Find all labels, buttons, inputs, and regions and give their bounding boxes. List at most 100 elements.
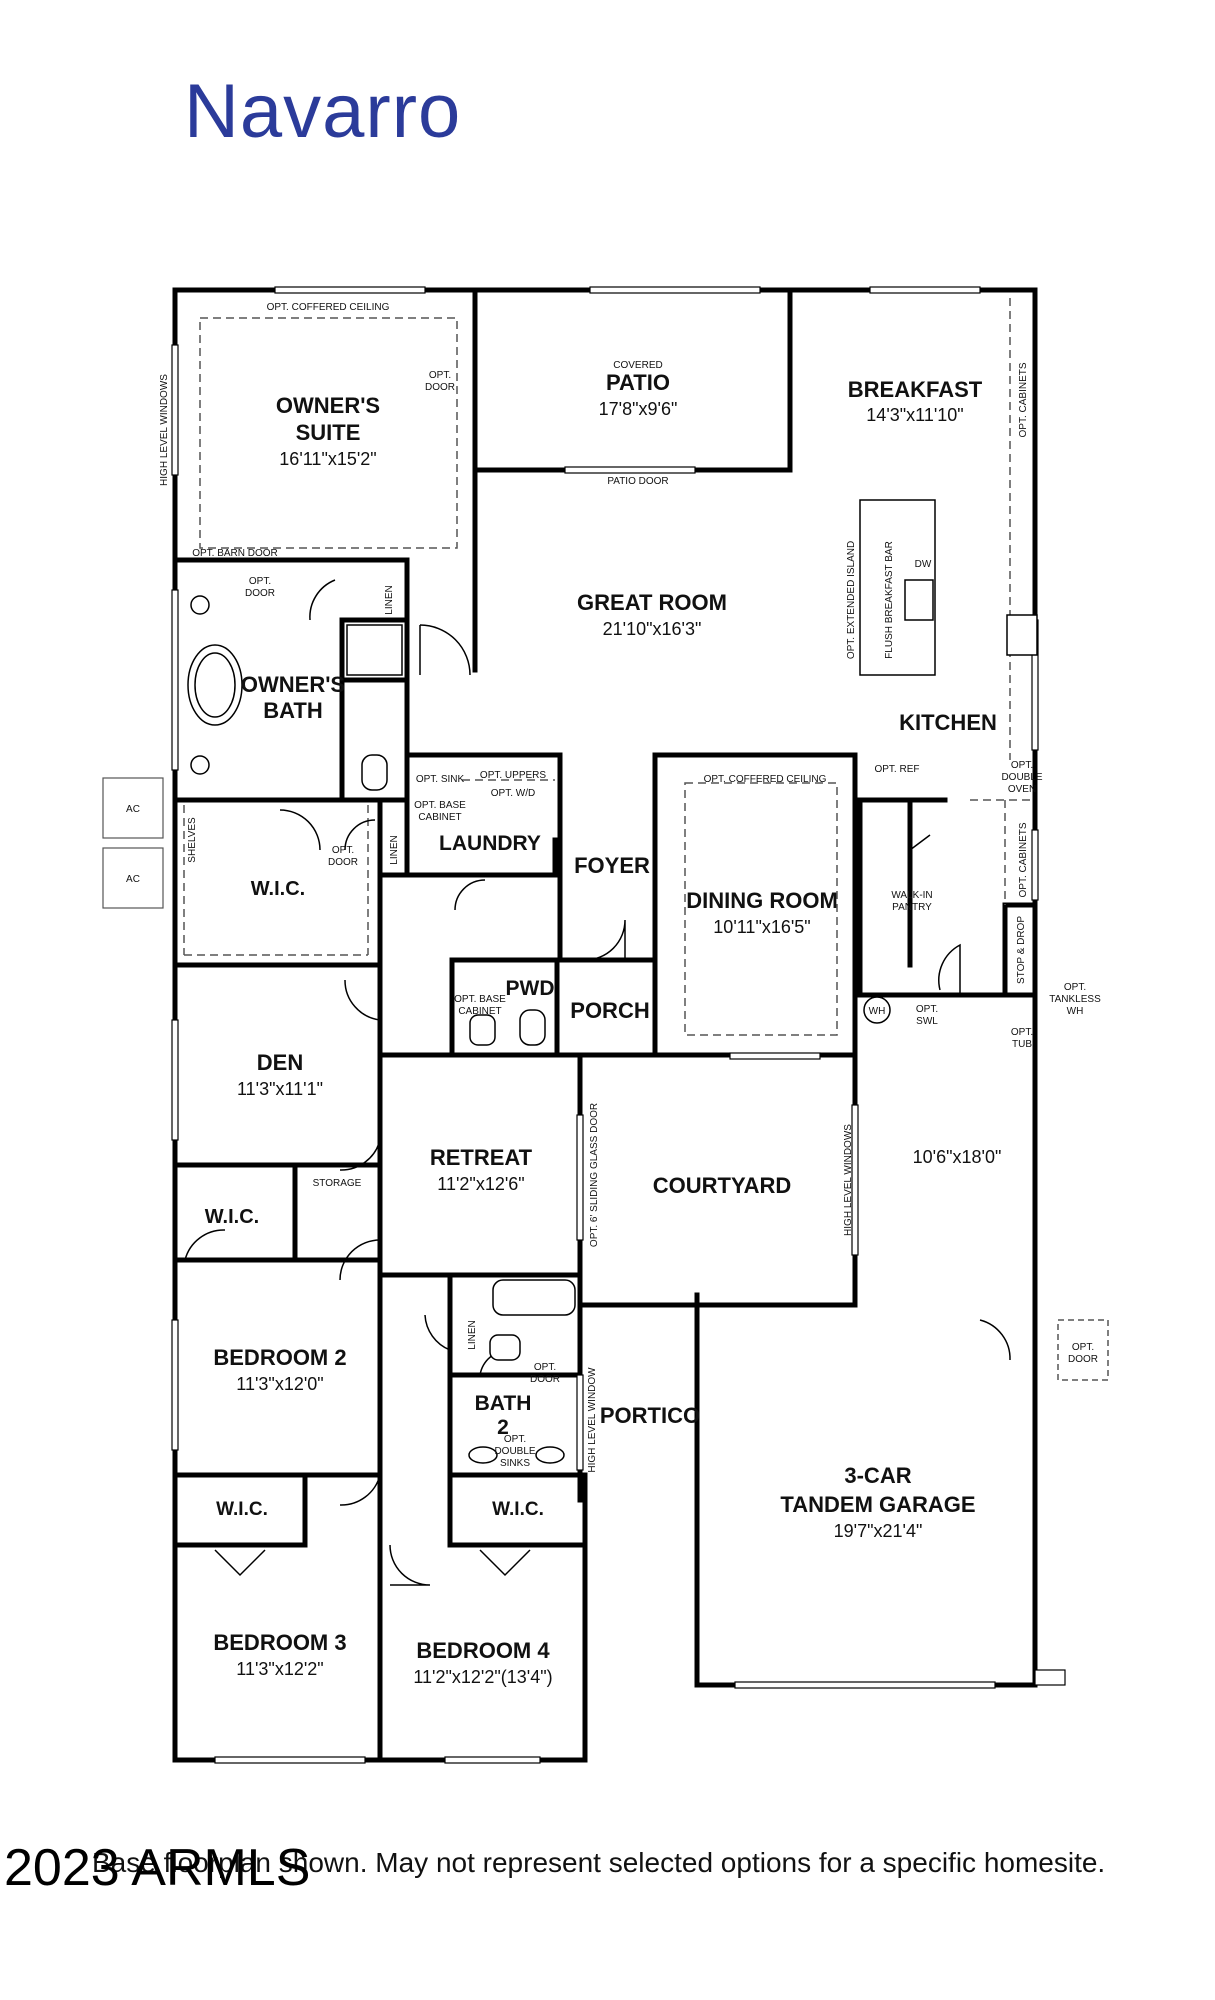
- linen-note-3: LINEN: [467, 1320, 478, 1349]
- garage-opt-door-note-1: OPT.: [1072, 1342, 1094, 1353]
- patio-dim: 17'8"x9'6": [599, 399, 678, 419]
- owners-suite-dim: 16'11"x15'2": [279, 449, 376, 469]
- door-swings: [184, 579, 1011, 1586]
- owners-bath-label-2: BATH: [263, 698, 322, 723]
- opt-swl-note-1: OPT.: [916, 1004, 938, 1015]
- walk-in-pantry-note-2: PANTRY: [892, 902, 932, 913]
- dw-note: DW: [915, 559, 932, 570]
- footer-note: Base floorplan shown. May not represent …: [92, 1847, 1106, 1878]
- garage-label-2: TANDEM GARAGE: [780, 1492, 975, 1517]
- linen-note-1: LINEN: [384, 585, 395, 614]
- windows: [171, 286, 1066, 1764]
- opt-extended-island-note: OPT. EXTENDED ISLAND: [846, 541, 857, 659]
- optional-lines: [183, 298, 1035, 1036]
- garage-label-1: 3-CAR: [844, 1463, 911, 1488]
- dining-room-label: DINING ROOM: [686, 888, 838, 913]
- opt-uppers-note: OPT. UPPERS: [480, 770, 546, 781]
- bedroom3-label: BEDROOM 3: [213, 1630, 346, 1655]
- bath-opt-door-note-1: OPT.: [249, 576, 271, 587]
- bath2-label-2: 2: [497, 1416, 509, 1439]
- owners-suite-label-2: SUITE: [296, 420, 361, 445]
- double-sinks-note-1: OPT.: [504, 1434, 526, 1445]
- double-oven-note-1: OPT.: [1011, 760, 1033, 771]
- great-room-label: GREAT ROOM: [577, 590, 727, 615]
- bedroom3-dim: 11'3"x12'2": [236, 1659, 323, 1679]
- portico-label: PORTICO: [600, 1403, 700, 1428]
- kitchen-label: KITCHEN: [899, 710, 997, 735]
- double-oven-note-3: OVEN: [1008, 784, 1036, 795]
- den-label: DEN: [257, 1050, 303, 1075]
- double-oven-note-2: DOUBLE: [1001, 772, 1042, 783]
- patio-covered-label: COVERED: [613, 360, 662, 371]
- opt-tankless-note-1: OPT.: [1064, 982, 1086, 993]
- bath2-opt-door-note-1: OPT.: [534, 1362, 556, 1373]
- wh-note: WH: [869, 1006, 886, 1017]
- garage-opt-door-outline: [1057, 1319, 1109, 1381]
- foyer-label: FOYER: [574, 853, 650, 878]
- opt-barn-door-note: OPT. BARN DOOR: [192, 548, 278, 559]
- high-level-windows-note-1: HIGH LEVEL WINDOWS: [159, 374, 170, 486]
- retreat-dim: 11'2"x12'6": [437, 1174, 524, 1194]
- garage-opt-door-note-2: DOOR: [1068, 1354, 1098, 1365]
- wic3-label: W.I.C.: [216, 1499, 268, 1520]
- bath2-opt-door-note-2: DOOR: [530, 1374, 560, 1385]
- laundry-label: LAUNDRY: [439, 832, 541, 855]
- opt-ref-note: OPT. REF: [874, 764, 919, 775]
- opt-tankless-note-2: TANKLESS: [1049, 994, 1101, 1005]
- wic2-label: W.I.C.: [205, 1206, 259, 1228]
- wic-opt-door-note-2: DOOR: [328, 857, 358, 868]
- opt-cabinets-note-2: OPT. CABINETS: [1018, 822, 1029, 897]
- garage-dim: 19'7"x21'4": [834, 1521, 923, 1541]
- garage-extra-dim: 10'6"x18'0": [913, 1147, 1002, 1167]
- pwd-base-cabinet-note-2: CABINET: [458, 1006, 501, 1017]
- double-sinks-note-3: SINKS: [500, 1458, 530, 1469]
- high-level-windows-note-2: HIGH LEVEL WINDOWS: [843, 1124, 854, 1236]
- laundry-base-cabinet-note-2: CABINET: [418, 812, 461, 823]
- den-dim: 11'3"x11'1": [237, 1079, 323, 1099]
- opt-wd-note: OPT. W/D: [491, 788, 535, 799]
- patio-door-note: PATIO DOOR: [607, 476, 668, 487]
- fixtures: [187, 499, 1038, 1464]
- ac-note-1: AC: [126, 804, 140, 815]
- bedroom4-label: BEDROOM 4: [416, 1638, 550, 1663]
- high-level-window-note: HIGH LEVEL WINDOW: [587, 1367, 598, 1473]
- opt-tub-note-1: OPT.: [1011, 1027, 1033, 1038]
- retreat-label: RETREAT: [430, 1145, 533, 1170]
- breakfast-dim: 14'3"x11'10": [866, 405, 963, 425]
- dining-room-dim: 10'11"x16'5": [713, 917, 810, 937]
- double-sinks-note-2: DOUBLE: [494, 1446, 535, 1457]
- owners-bath-label-1: OWNER'S: [241, 672, 345, 697]
- shelves-note: SHELVES: [187, 817, 198, 863]
- breakfast-label: BREAKFAST: [848, 377, 983, 402]
- ac-units: [102, 777, 164, 909]
- great-room-dim: 21'10"x16'3": [603, 619, 702, 639]
- pwd-label: PWD: [506, 977, 555, 1000]
- linen-note-2: LINEN: [389, 835, 400, 864]
- wic-opt-door-note-1: OPT.: [332, 845, 354, 856]
- laundry-base-cabinet-note-1: OPT. BASE: [414, 800, 466, 811]
- patio-label: PATIO: [606, 370, 670, 395]
- pwd-base-cabinet-note-1: OPT. BASE: [454, 994, 506, 1005]
- bedroom2-dim: 11'3"x12'0": [236, 1374, 323, 1394]
- dining-coffered-note: OPT. COFFERED CEILING: [704, 774, 827, 785]
- watermark: 2023 ARMLS: [4, 1839, 311, 1897]
- suite-opt-door-note-2: DOOR: [425, 382, 455, 393]
- owner-wic-label: W.I.C.: [251, 878, 305, 900]
- plan-title: Navarro: [184, 69, 462, 154]
- bath2-label-1: BATH: [475, 1392, 532, 1415]
- ac-note-2: AC: [126, 874, 140, 885]
- flush-breakfast-bar-note: FLUSH BREAKFAST BAR: [884, 541, 895, 659]
- owners-coffered-note: OPT. COFFERED CEILING: [267, 302, 390, 313]
- opt-cabinets-note-1: OPT. CABINETS: [1018, 362, 1029, 437]
- sliding-glass-door-note: OPT. 6' SLIDING GLASS DOOR: [589, 1103, 600, 1247]
- owners-suite-label-1: OWNER'S: [276, 393, 380, 418]
- wic4-label: W.I.C.: [492, 1499, 544, 1520]
- opt-swl-note-2: SWL: [916, 1016, 938, 1027]
- opt-sink-note: OPT. SINK: [416, 774, 465, 785]
- bedroom2-label: BEDROOM 2: [213, 1345, 346, 1370]
- porch-label: PORCH: [570, 998, 649, 1023]
- storage-note: STORAGE: [313, 1178, 362, 1189]
- stop-drop-note: STOP & DROP: [1016, 916, 1027, 984]
- bath-opt-door-note-2: DOOR: [245, 588, 275, 599]
